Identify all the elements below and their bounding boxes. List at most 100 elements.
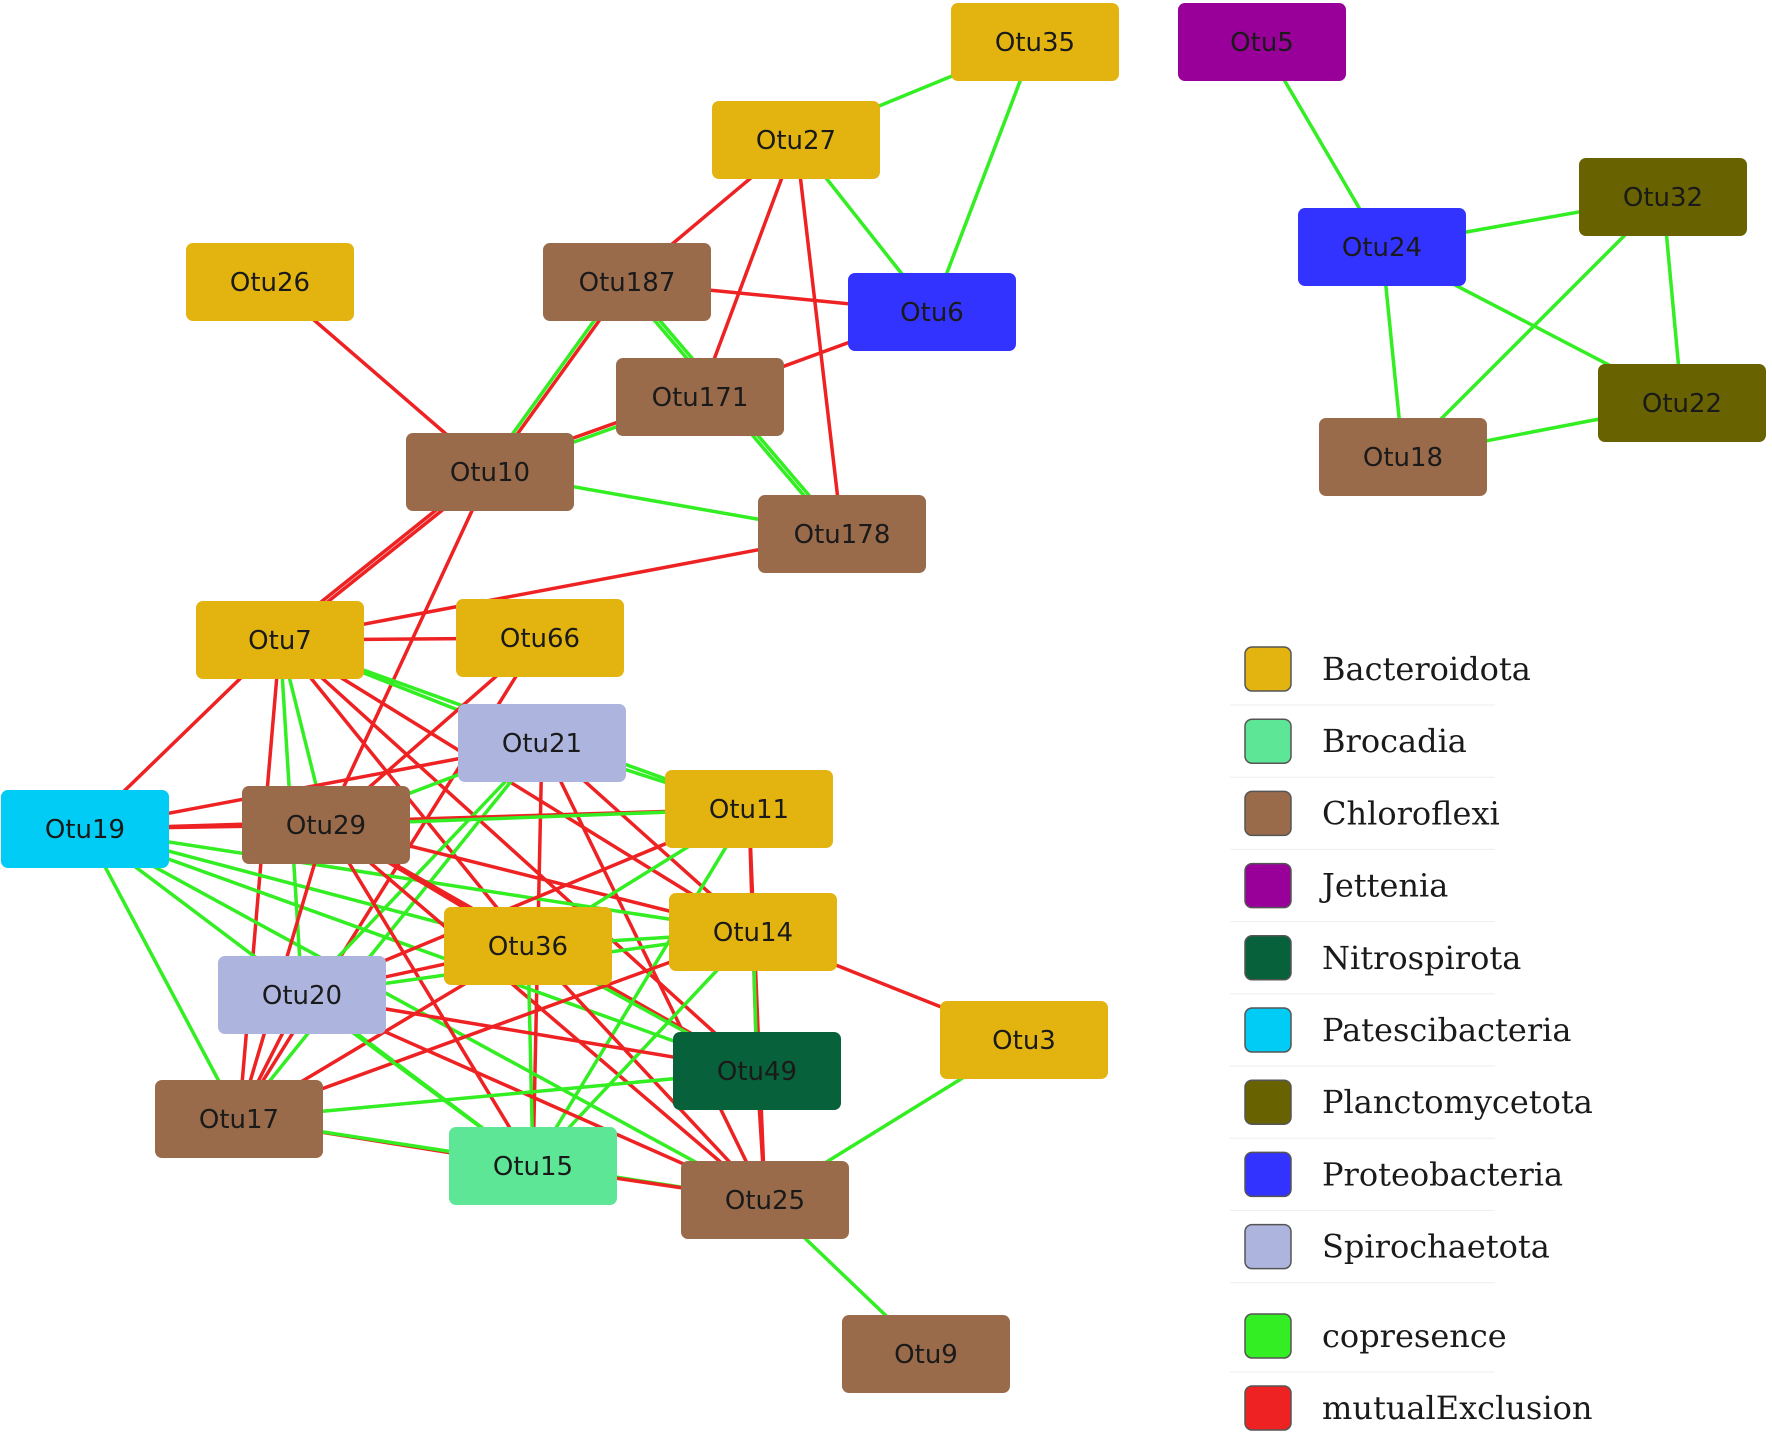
node-otu49[interactable]: Otu49 [673,1032,841,1110]
node-box [196,601,364,679]
node-otu20[interactable]: Otu20 [218,956,386,1034]
edge-type-swatch [1244,1313,1292,1359]
group-swatch [1244,646,1292,692]
node-label: Otu36 [488,932,568,962]
node-box [673,1032,841,1110]
group-swatch [1244,1079,1292,1125]
node-label: Otu3 [992,1026,1056,1056]
node-otu6[interactable]: Otu6 [848,273,1016,351]
node-otu36[interactable]: Otu36 [444,907,612,985]
node-otu18[interactable]: Otu18 [1319,418,1487,496]
node-otu25[interactable]: Otu25 [681,1161,849,1239]
node-box [242,786,410,864]
node-otu3[interactable]: Otu3 [940,1001,1108,1079]
node-label: Otu14 [713,918,793,948]
edge-Otu19-Otu49-copresence [84,827,758,1073]
node-otu35[interactable]: Otu35 [951,3,1119,81]
edge-Otu35-Otu6-copresence [930,41,1037,313]
legend-label: Chloroflexi [1322,794,1500,832]
node-otu10[interactable]: Otu10 [406,433,574,511]
node-label: Otu35 [995,28,1075,58]
node-otu22[interactable]: Otu22 [1598,364,1766,442]
node-otu7[interactable]: Otu7 [196,601,364,679]
legend-item-brocadia: Brocadia [1244,718,1467,764]
node-otu15[interactable]: Otu15 [449,1127,617,1205]
edge-Otu178-Otu7-mutualExclusion [279,532,843,642]
node-box [665,770,833,848]
node-otu14[interactable]: Otu14 [669,893,837,971]
node-box [1298,208,1466,286]
edge-Otu29-Otu15-mutualExclusion [324,824,535,1167]
edge-Otu21-Otu25-mutualExclusion [540,742,767,1201]
node-otu17[interactable]: Otu17 [155,1080,323,1158]
legend-label: Planctomycetota [1322,1083,1593,1121]
node-box [940,1001,1108,1079]
node-box [669,893,837,971]
edge-type-swatch [1244,1385,1292,1431]
node-otu5[interactable]: Otu5 [1178,3,1346,81]
legend-item-spirochaetota: Spirochaetota [1244,1223,1550,1270]
node-label: Otu32 [1623,183,1703,213]
group-swatch [1244,1223,1292,1270]
node-box [1579,158,1747,236]
node-otu32[interactable]: Otu32 [1579,158,1747,236]
node-label: Otu187 [579,268,676,298]
node-label: Otu19 [45,815,125,845]
node-box [444,907,612,985]
legend-label: Brocadia [1322,722,1467,760]
edge-Otu27-Otu171-mutualExclusion [698,139,798,398]
node-label: Otu9 [894,1340,958,1370]
edge-Otu7-Otu17-mutualExclusion [237,639,282,1120]
edge-Otu19-Otu17-copresence [83,828,241,1120]
node-label: Otu5 [1230,28,1294,58]
node-otu66[interactable]: Otu66 [456,599,624,677]
node-otu24[interactable]: Otu24 [1298,208,1466,286]
node-box [842,1315,1010,1393]
legend-label: Jettenia [1319,867,1448,905]
node-box [848,273,1016,351]
node-label: Otu24 [1342,233,1422,263]
node-box [681,1161,849,1239]
node-label: Otu49 [717,1057,797,1087]
edge-Otu29-Otu25-mutualExclusion [324,823,767,1202]
group-swatch [1244,790,1292,837]
node-otu19[interactable]: Otu19 [1,790,169,868]
node-label: Otu15 [493,1152,573,1182]
group-swatch [1244,718,1292,764]
node-otu171[interactable]: Otu171 [616,358,784,436]
node-label: Otu27 [756,126,836,156]
node-label: Otu66 [500,624,580,654]
node-otu11[interactable]: Otu11 [665,770,833,848]
node-otu187[interactable]: Otu187 [543,243,711,321]
node-box [449,1127,617,1205]
legend: BacteroidotaBrocadiaChloroflexiJetteniaN… [1230,646,1593,1431]
legend-label: mutualExclusion [1322,1389,1592,1427]
node-box [406,433,574,511]
node-label: Otu11 [709,795,789,825]
node-otu178[interactable]: Otu178 [758,495,926,573]
group-swatch [1244,862,1292,909]
legend-item-chloroflexi: Chloroflexi [1244,790,1500,837]
node-box [1,790,169,868]
node-otu9[interactable]: Otu9 [842,1315,1010,1393]
edge-Otu27-Otu178-mutualExclusion [794,139,844,535]
edge-Otu21-Otu20-copresence [300,741,544,997]
node-box [758,495,926,573]
edge-Otu7-Otu49-mutualExclusion [278,638,759,1073]
edge-Otu10-Otu29-mutualExclusion [324,471,492,826]
node-otu26[interactable]: Otu26 [186,243,354,321]
node-box [712,101,880,179]
group-swatch [1244,935,1292,981]
node-otu29[interactable]: Otu29 [242,786,410,864]
node-label: Otu18 [1363,443,1443,473]
node-box [1178,3,1346,81]
node-otu27[interactable]: Otu27 [712,101,880,179]
legend-item-copresence: copresence [1244,1313,1507,1359]
node-label: Otu26 [230,268,310,298]
node-label: Otu29 [286,811,366,841]
legend-item-proteobacteria: Proteobacteria [1244,1151,1563,1198]
node-label: Otu17 [199,1105,279,1135]
node-label: Otu20 [262,981,342,1011]
node-otu21[interactable]: Otu21 [458,704,626,782]
